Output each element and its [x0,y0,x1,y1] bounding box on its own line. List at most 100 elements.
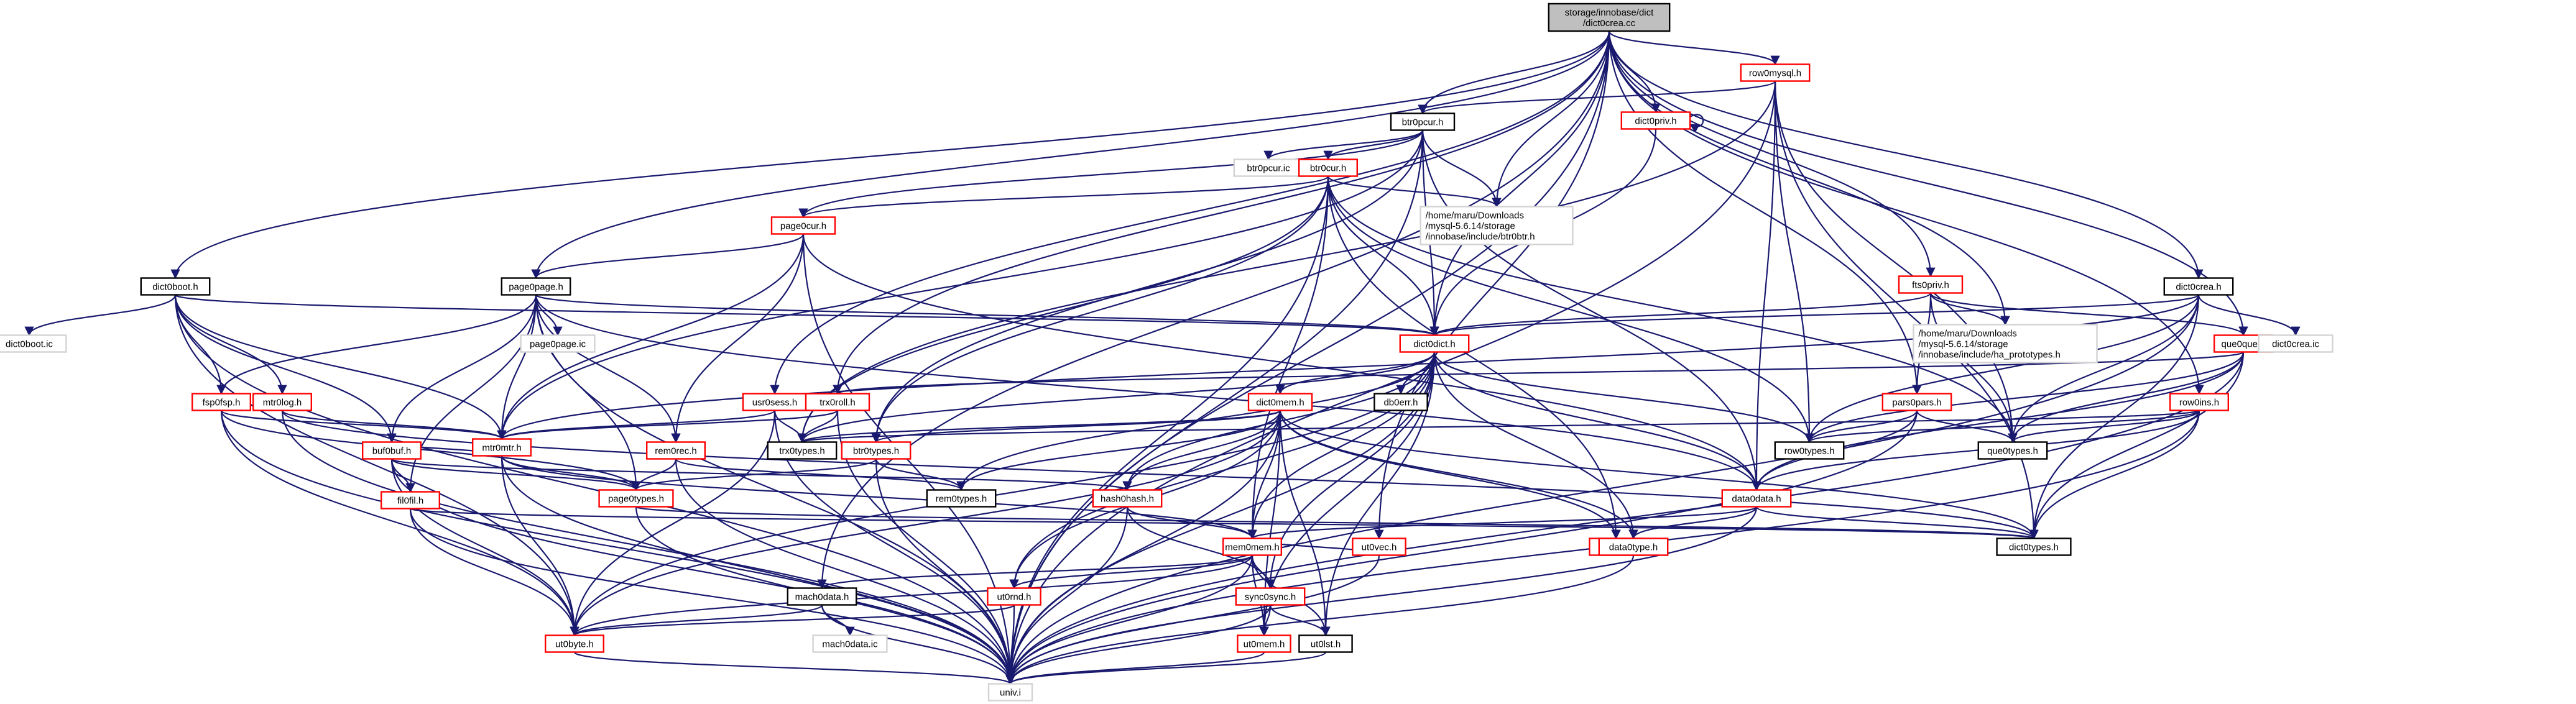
node-label-ha_prototypes: /home/maru/Downloads/mysql-5.6.14/storag… [1918,329,2061,360]
node-box-dict0priv [1620,111,1691,130]
node-fts0priv[interactable]: fts0priv.h [1898,275,1964,294]
node-ut0mem[interactable]: ut0mem.h [1237,634,1291,653]
node-label-page0page: page0page.h [509,282,563,293]
node-db0err[interactable]: db0err.h [1373,393,1428,411]
node-box-dict0types [1996,537,2072,556]
edge-dict0dict-to-data0type [1433,352,1638,540]
edge-btr0cur-to-btr0types [871,176,1329,444]
node-box-buf0buf [362,441,422,460]
edge-page0page-to-buf0buf [387,295,537,444]
edge-mach0data-to-mach0data_ic [821,605,855,637]
node-box-fsp0fsp [192,393,252,411]
edge-dict0boot-to-dict0dict [174,294,1439,337]
node-data0data[interactable]: data0data.h [1721,489,1792,508]
node-label-mem0mem: mem0mem.h [1225,542,1280,553]
node-sync0sync[interactable]: sync0sync.h [1235,587,1306,606]
node-mach0data_ic: mach0data.ic [812,634,888,653]
node-box-page0types [598,489,674,508]
node-label-fts0priv: fts0priv.h [1912,280,1949,291]
node-mtr0mtr[interactable]: mtr0mtr.h [472,438,532,457]
node-btr0types[interactable]: btr0types.h [841,441,912,460]
node-box-mach0data_ic [812,634,888,653]
node-trx0roll[interactable]: trx0roll.h [805,393,870,411]
node-label-que0types: que0types.h [1987,446,2038,457]
node-box-rem0rec [645,441,706,460]
node-box-dict0boot_ic [0,334,67,353]
edge-page0page-to-fsp0fsp [216,295,537,395]
edge-page0page-to-univ [535,295,1015,685]
node-dict0boot_ic: dict0boot.ic [0,334,67,353]
node-fil0fil[interactable]: fil0fil.h [381,491,441,510]
node-label-btr0btr: /home/maru/Downloads/mysql-5.6.14/storag… [1426,211,1535,242]
edge-root-to-ut0vec [1374,30,1610,540]
node-row0ins[interactable]: row0ins.h [2169,393,2229,411]
node-ha_prototypes: /home/maru/Downloads/mysql-5.6.14/storag… [1913,324,2098,363]
edge-root-to-trx0roll [833,30,1610,395]
edge-dict0crea_h-to-univ [1005,295,2200,685]
node-mtr0log[interactable]: mtr0log.h [252,393,313,411]
node-label-db0err: db0err.h [1383,398,1418,408]
node-dict0dict[interactable]: dict0dict.h [1399,334,1470,353]
edge-ut0lst-to-univ [1005,651,1327,685]
node-mem0mem[interactable]: mem0mem.h [1222,537,1282,556]
node-box-ut0mem [1237,634,1291,653]
edge-dict0crea_h-to-que0types [2008,295,2200,444]
node-dict0crea_h[interactable]: dict0crea.h [2163,277,2234,296]
edge-dict0mem-to-rem0types [956,410,1281,491]
node-pars0pars[interactable]: pars0pars.h [1881,393,1952,411]
node-hash0hash[interactable]: hash0hash.h [1092,489,1163,508]
node-page0types[interactable]: page0types.h [598,489,674,508]
node-row0types[interactable]: row0types.h [1774,441,1845,460]
node-label-mach0data_ic: mach0data.ic [822,639,878,650]
edge-usr0sess-to-univ [773,410,1015,685]
node-box-trx0types [767,441,838,460]
node-label-hash0hash: hash0hash.h [1101,494,1154,505]
node-box-ut0rnd [987,587,1041,606]
node-box-dict0crea_h [2163,277,2234,296]
node-ut0byte[interactable]: ut0byte.h [545,634,605,653]
edge-btr0types-to-page0types [631,458,877,491]
node-btr0pcur[interactable]: btr0pcur.h [1390,112,1456,131]
edge-mtr0log-to-mtr0mtr [281,409,507,441]
edge-row0ins-to-dict0types [2029,410,2200,540]
node-rem0types[interactable]: rem0types.h [926,489,997,508]
node-mach0data[interactable]: mach0data.h [787,587,857,606]
node-buf0buf[interactable]: buf0buf.h [362,441,422,460]
node-label-univ: univ.i [1000,688,1021,698]
node-page0page[interactable]: page0page.h [501,277,571,296]
edge-btr0pcur-to-page0cur [798,130,1424,219]
edge-buf0buf-to-page0types [390,458,641,491]
node-ut0lst[interactable]: ut0lst.h [1298,634,1353,653]
edge-fts0priv-to-que0que [1929,293,2248,337]
node-dict0types[interactable]: dict0types.h [1996,537,2072,556]
node-que0types[interactable]: que0types.h [1977,441,2048,460]
node-fsp0fsp[interactable]: fsp0fsp.h [192,393,252,411]
edge-row0mysql-to-trx0types [797,81,1776,444]
edge-buf0buf-to-univ [390,459,1015,685]
node-ut0vec[interactable]: ut0vec.h [1352,537,1406,556]
edge-trx0roll-to-mtr0mtr [497,409,839,441]
node-label-page0types: page0types.h [608,494,664,505]
node-trx0types[interactable]: trx0types.h [767,441,838,460]
node-label-dict0dict: dict0dict.h [1413,339,1456,350]
node-rem0rec[interactable]: rem0rec.h [645,441,706,460]
node-row0mysql[interactable]: row0mysql.h [1740,63,1811,82]
edge-sync0sync-to-ut0lst [1269,605,1331,637]
edge-ut0mem-to-univ [1005,651,1265,685]
node-ut0rnd[interactable]: ut0rnd.h [987,587,1041,606]
node-page0cur[interactable]: page0cur.h [770,216,836,235]
node-root[interactable]: storage/innobase/dict/dict0crea.cc [1548,2,1671,32]
node-dict0boot[interactable]: dict0boot.h [140,277,211,296]
edge-dict0mem-to-trx0types [797,409,1281,444]
edge-dict0dict-to-dict0mem [1275,352,1436,395]
edge-mtr0log-to-dict0types [281,410,2039,540]
edge-dict0mem-to-ut0byte [570,410,1281,637]
node-btr0cur[interactable]: btr0cur.h [1298,158,1358,177]
edge-mtr0mtr-to-ut0byte [501,455,579,637]
node-dict0priv[interactable]: dict0priv.h [1620,111,1691,130]
node-dict0mem[interactable]: dict0mem.h [1247,393,1313,411]
edge-dict0crea_h-to-dict0dict [1429,294,2200,337]
node-usr0sess[interactable]: usr0sess.h [742,393,808,411]
node-data0type[interactable]: data0type.h [1598,537,1669,556]
